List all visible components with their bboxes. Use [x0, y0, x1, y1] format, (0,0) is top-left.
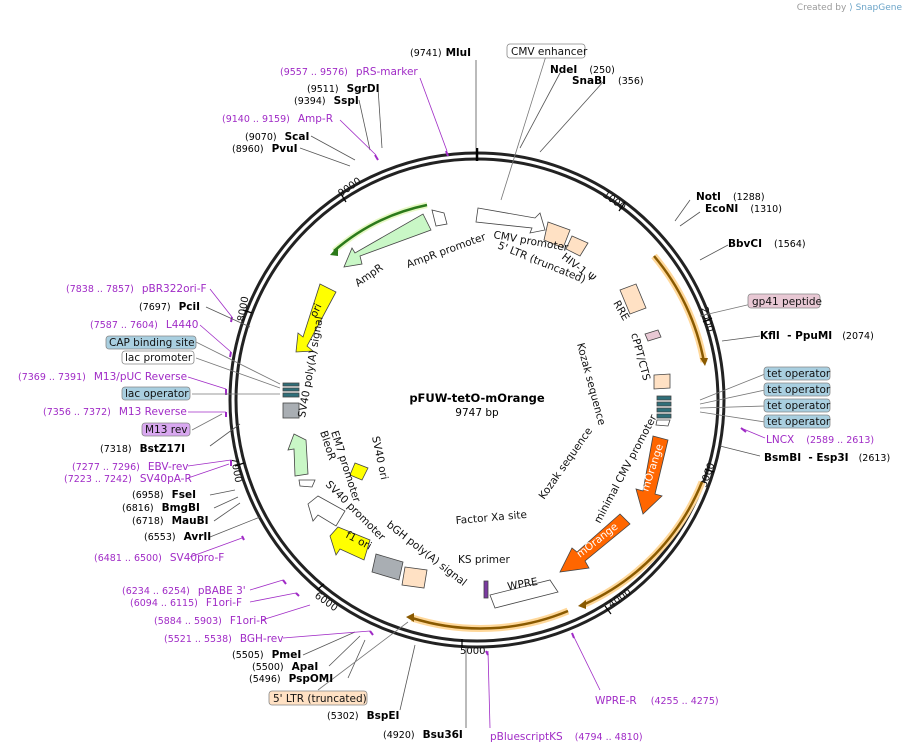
enzyme-econi: EcoNI(1310): [705, 203, 782, 215]
box-lac-operator: lac operator: [125, 388, 189, 400]
tick-label-8000: 8000: [236, 296, 251, 323]
enzyme-kfli-ppumi: KflI - PpuMI(2074): [760, 330, 874, 342]
primer-f1ori-f: (6094 .. 6115)F1ori-F: [130, 597, 242, 609]
primer-pbluescriptks: pBluescriptKS(4794 .. 4810): [490, 731, 643, 743]
enzyme-pmei: (5505)PmeI: [232, 649, 301, 661]
feat-ks-primer: KS primer: [458, 554, 510, 566]
enzyme-mlui: (9741)MluI: [410, 47, 471, 59]
arrowhead-9100: [330, 246, 338, 256]
enzyme-ndei: NdeI(250): [550, 64, 615, 76]
feat-kozak-1: Kozak sequence: [574, 342, 608, 427]
primer-leaders: [187, 77, 766, 729]
feature-leaders: [191, 55, 766, 691]
enzyme-apai: (5500)ApaI: [252, 661, 318, 673]
box-tet-operator-1: tet operator: [767, 368, 831, 380]
enzyme-sgrdi: (9511)SgrDI: [307, 83, 379, 95]
enzyme-scai: (9070)ScaI: [245, 131, 309, 143]
feat-factor-xa: Factor Xa site: [455, 509, 527, 527]
box-5-ltr-truncated: 5' LTR (truncated): [273, 693, 367, 705]
created-by-credit: Created by ⟩ SnapGene: [797, 3, 902, 13]
tick-label-2000: 2000: [698, 306, 715, 333]
enzyme-avrii: (6553)AvrII: [144, 531, 211, 543]
enzyme-fsei: (6958)FseI: [132, 489, 196, 501]
arrowhead-4700: [406, 613, 414, 622]
feat-ori: ori: [308, 302, 325, 319]
box-gp41-peptide: gp41 peptide: [752, 296, 822, 308]
feat-ampr-promoter: AmpR promoter: [405, 231, 488, 271]
primer-bgh-rev: (5521 .. 5538)BGH-rev: [164, 633, 283, 645]
primer-m13-puc-reverse: (7369 .. 7391)M13/pUC Reverse: [18, 371, 187, 383]
enzyme-labels: (9741)MluI NdeI(250) SnaBI(356) NotI(128…: [100, 47, 890, 741]
primer-amp-r: (9140 .. 9159)Amp-R: [222, 113, 333, 125]
plasmid-name: pFUW-tetO-mOrange: [409, 391, 545, 405]
tick-label-5000: 5000: [460, 646, 485, 657]
feat-wpre: WPRE: [506, 576, 538, 593]
tick-marks: [234, 193, 715, 648]
primer-f1ori-r: (5884 .. 5903)F1ori-R: [154, 615, 267, 627]
primer-ebv-rev: (7277 .. 7296)EBV-rev: [72, 461, 189, 473]
box-tet-operator-4: tet operator: [767, 416, 831, 428]
primer-lncx: LNCX(2589 .. 2613): [766, 434, 874, 446]
primer-sv40pro-f: (6481 .. 6500)SV40pro-F: [94, 552, 224, 564]
outer-ring-arrows: [332, 202, 708, 632]
primer-sv40pa-r: (7223 .. 7242)SV40pA-R: [64, 473, 192, 485]
enzyme-bsu36i: (4920)Bsu36I: [383, 729, 463, 741]
enzyme-sspi: (9394)SspI: [294, 95, 359, 107]
primer-wpre-r: WPRE-R(4255 .. 4275): [595, 695, 719, 707]
enzyme-pvui: (8960)PvuI: [232, 143, 298, 155]
enzyme-bsmbi-esp3i: BsmBI - Esp3I(2613): [764, 452, 890, 464]
boxed-labels: CMV enhancer gp41 peptide tet operator t…: [105, 43, 831, 706]
credit-prefix: Created by: [796, 3, 847, 13]
feat-sv40-polya: SV40 poly(A) signal: [296, 315, 326, 418]
enzyme-bspei: (5302)BspEI: [327, 710, 399, 722]
enzyme-bstz17i: (7318)BstZ17I: [100, 443, 185, 455]
arrowhead-2000: [700, 358, 708, 366]
box-tet-operator-2: tet operator: [767, 384, 831, 396]
plasmid-length: 9747 bp: [455, 407, 499, 419]
feat-morange-2: mOrange: [574, 521, 620, 561]
primer-pbabe3: (6234 .. 6254)pBABE 3': [122, 585, 246, 597]
primer-m13-reverse: (7356 .. 7372)M13 Reverse: [43, 406, 187, 418]
enzyme-leaders: [205, 60, 761, 728]
snapgene-logo-icon: ⟩: [849, 3, 853, 13]
enzyme-bbvci: BbvCI(1564): [728, 238, 806, 250]
feat-morange-1: mOrange: [639, 443, 666, 493]
primer-labels: (9557 .. 9576)pRS-marker (9140 .. 9159)A…: [18, 66, 874, 743]
enzyme-pspomi: (5496)PspOMI: [249, 673, 333, 685]
box-cmv-enhancer: CMV enhancer: [511, 46, 588, 58]
feature-shapes: [282, 207, 672, 609]
enzyme-maubi: (6718)MauBI: [132, 515, 209, 527]
enzyme-snabi: SnaBI(356): [572, 75, 644, 87]
primer-prs-marker: (9557 .. 9576)pRS-marker: [280, 66, 418, 78]
enzyme-bmgbi: (6816)BmgBI: [122, 502, 200, 514]
box-cap-binding-site: CAP binding site: [109, 337, 195, 349]
feat-ampr: AmpR: [353, 262, 386, 290]
arrowhead-3800: [578, 600, 586, 609]
box-m13-rev: M13 rev: [145, 424, 188, 436]
primer-l4440: (7587 .. 7604)L4440: [90, 319, 198, 331]
enzyme-pcii: (7697)PciI: [139, 301, 200, 313]
credit-brand: SnapGene: [855, 3, 902, 13]
primer-pbr322ori-f: (7838 .. 7857)pBR322ori-F: [66, 283, 207, 295]
box-lac-promoter: lac promoter: [125, 352, 193, 364]
box-tet-operator-3: tet operator: [767, 400, 831, 412]
enzyme-noti: NotI(1288): [696, 191, 765, 203]
feat-kozak-2: Kozak sequence: [537, 425, 595, 501]
feat-sv40-ori: SV40 ori: [369, 435, 390, 481]
